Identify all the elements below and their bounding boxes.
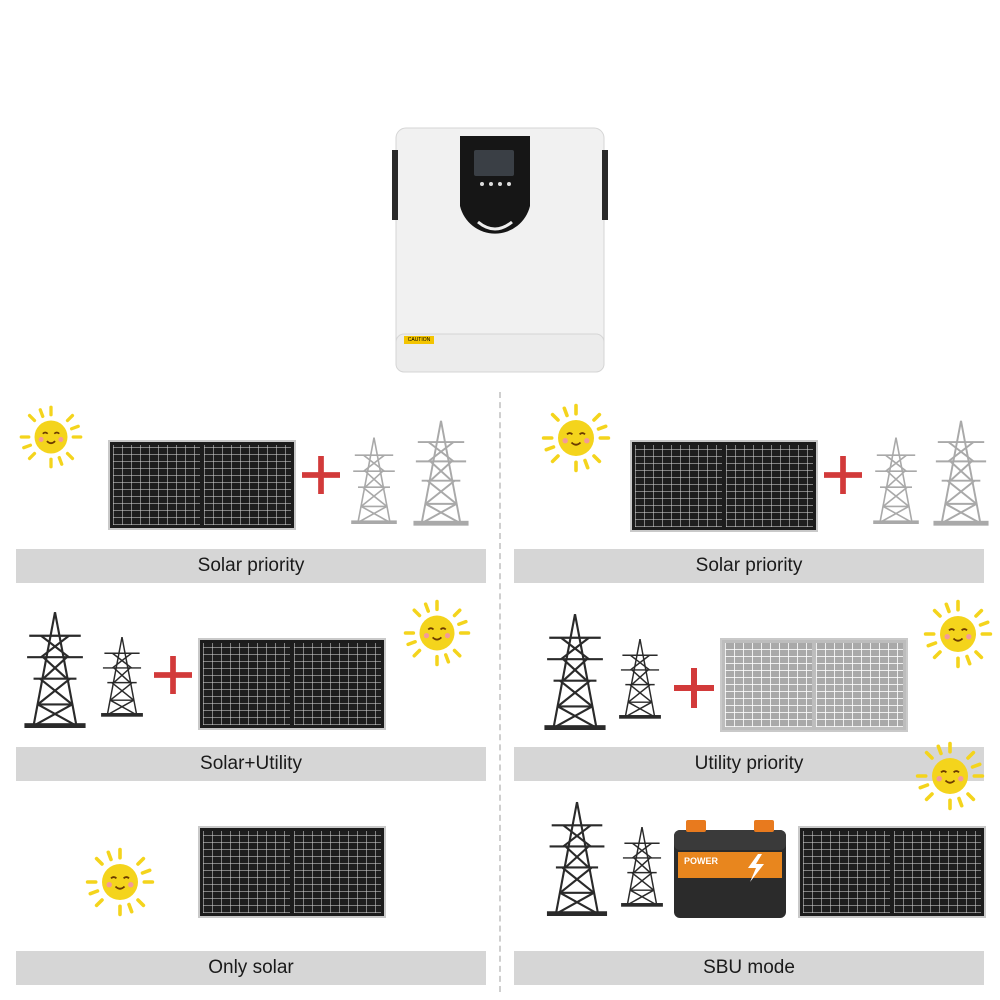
utility-tower-icon	[100, 632, 144, 720]
sun-icon	[540, 402, 612, 474]
solar-panel	[630, 440, 818, 532]
plus-icon	[154, 656, 192, 694]
mode-label: SBU mode	[703, 957, 795, 978]
mode-label-bar: Solar priority	[514, 549, 984, 583]
solar-panel	[198, 826, 386, 918]
utility-tower-icon	[350, 436, 398, 524]
sun-icon	[922, 598, 994, 670]
inverter-product-image: CAUTION	[392, 127, 608, 373]
battery-icon: POWER	[672, 816, 788, 920]
column-divider	[499, 392, 501, 992]
mode-label-bar: Solar+Utility	[16, 747, 486, 781]
mode-label: Solar priority	[695, 555, 803, 576]
solar-panel	[198, 638, 386, 730]
solar-panel	[108, 440, 296, 530]
utility-tower-icon	[620, 822, 664, 910]
caution-label: CAUTION	[404, 336, 434, 344]
plus-icon	[674, 668, 714, 708]
mode-label: Only solar	[208, 957, 294, 978]
solar-panel-inactive	[720, 638, 908, 732]
sun-icon	[402, 598, 472, 668]
utility-tower-icon	[932, 416, 990, 528]
utility-tower-icon	[872, 436, 920, 524]
utility-tower-icon	[412, 416, 470, 528]
solar-panel	[798, 826, 986, 918]
sun-icon	[84, 846, 156, 918]
mode-label-bar: Only solar	[16, 951, 486, 985]
sun-icon	[914, 740, 986, 812]
sun-icon	[18, 404, 84, 470]
utility-tower-icon	[618, 634, 662, 722]
utility-tower-icon	[22, 610, 88, 728]
mode-label: Solar+Utility	[200, 753, 302, 774]
mode-label-bar: Utility priority	[514, 747, 984, 781]
mode-label-bar: SBU mode	[514, 951, 984, 985]
utility-tower-icon	[542, 612, 608, 730]
mode-label: Utility priority	[694, 753, 804, 774]
utility-tower-icon	[544, 800, 610, 916]
mode-label: Solar priority	[197, 555, 305, 576]
plus-icon	[302, 456, 340, 494]
battery-brand: POWER	[684, 856, 719, 866]
mode-label-bar: Solar priority	[16, 549, 486, 583]
plus-icon	[824, 456, 862, 494]
